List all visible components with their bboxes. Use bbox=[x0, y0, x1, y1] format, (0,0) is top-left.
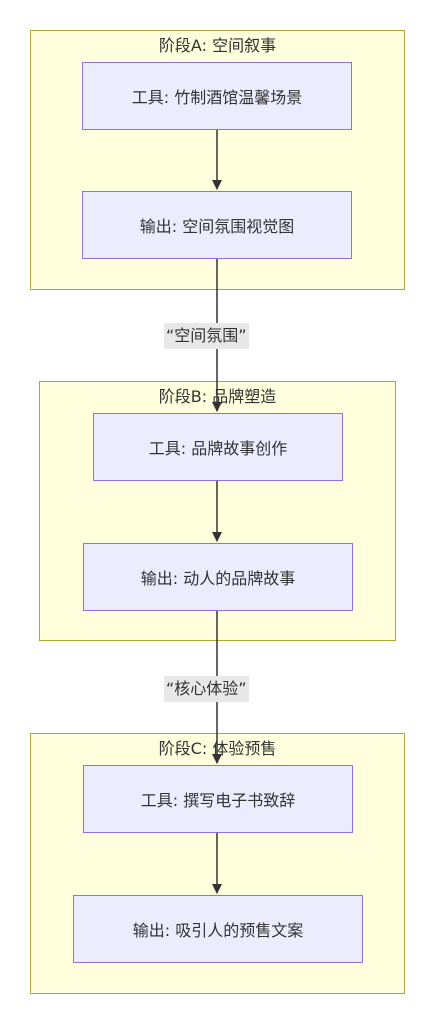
edge-label-space-atmosphere: “空间氛围” bbox=[164, 323, 249, 349]
stage-c-output-node: 输出: 吸引人的预售文案 bbox=[73, 895, 363, 963]
stage-b-title: 阶段B: 品牌塑造 bbox=[158, 387, 277, 406]
stage-a-title: 阶段A: 空间叙事 bbox=[158, 36, 277, 55]
stage-a-output-node: 输出: 空间氛围视觉图 bbox=[82, 191, 352, 259]
stage-c-title: 阶段C: 体验预售 bbox=[158, 739, 277, 758]
stage-b-output-node: 输出: 动人的品牌故事 bbox=[83, 543, 353, 611]
edge-label-core-experience: “核心体验” bbox=[164, 676, 249, 702]
stage-b-tool-node: 工具: 品牌故事创作 bbox=[93, 413, 343, 481]
stage-c-tool-node: 工具: 撰写电子书致辞 bbox=[83, 765, 353, 833]
stage-a-tool-node: 工具: 竹制酒馆温馨场景 bbox=[82, 62, 352, 130]
